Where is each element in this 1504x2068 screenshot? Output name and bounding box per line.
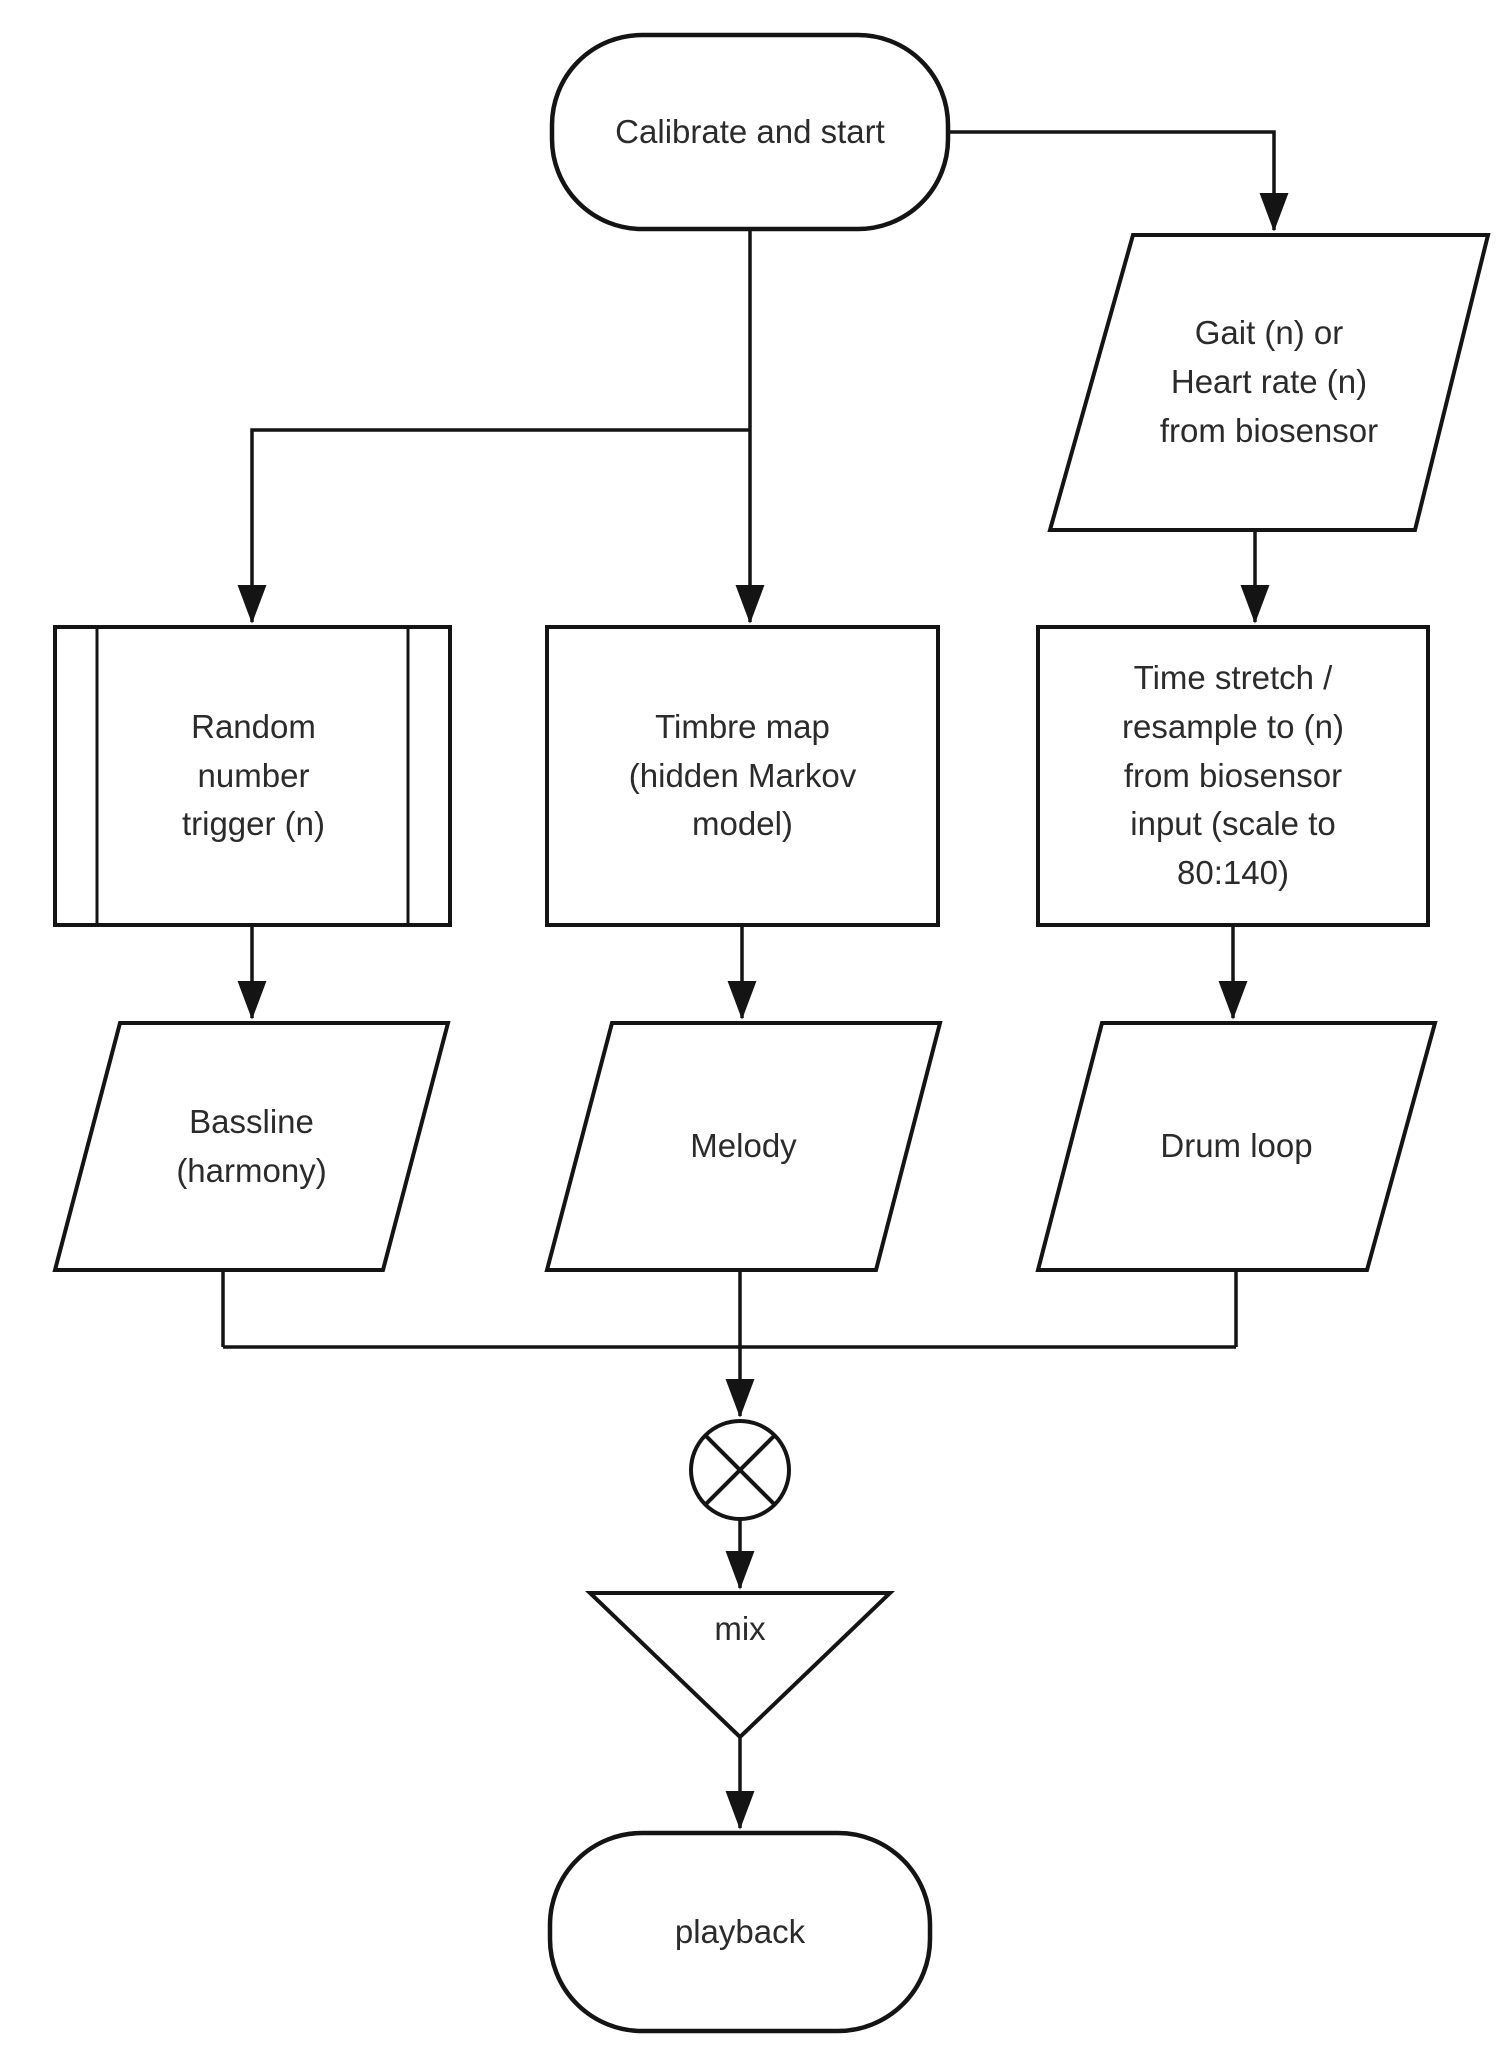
node-biosensor-input-parallelogram: [1047, 233, 1491, 532]
node-playback-terminator: [547, 1830, 933, 2034]
drum-loop-label: Drum loop: [1160, 1127, 1313, 1165]
bassline-label: Bassline (harmony): [176, 1102, 327, 1189]
edge-start-to-random-trigger: [237, 428, 750, 624]
multiply-junction-icon: [689, 1419, 791, 1521]
playback-label: playback: [674, 1912, 806, 1950]
node-random-trigger-predefined-process: [53, 625, 452, 927]
start-label: Calibrate and start: [615, 112, 885, 150]
node-start-terminator: [549, 32, 951, 232]
time-stretch-label: Time stretch / resample to (n) from bios…: [1122, 658, 1344, 892]
node-bassline-parallelogram: [52, 1021, 451, 1272]
edge-start-to-biosensor-input: [948, 130, 1289, 232]
timbre-map-label: Timbre map (hidden Markov model): [628, 707, 857, 843]
melody-label: Melody: [690, 1127, 797, 1165]
node-mix-triangle: [585, 1591, 895, 1740]
node-random-trigger-box: [53, 625, 452, 927]
node-drum-loop-parallelogram: [1035, 1021, 1438, 1272]
node-melody-parallelogram: [544, 1021, 943, 1272]
edge-collector-line: [221, 1270, 1238, 1349]
node-timbre-map-box: [545, 625, 940, 927]
biosensor-input-label: Gait (n) or Heart rate (n) from biosenso…: [1159, 314, 1379, 449]
mix-label: mix: [714, 1610, 766, 1647]
node-time-stretch-box: [1036, 625, 1430, 927]
multiply-junction-x-line: [703, 1433, 777, 1507]
random-trigger-label: Random number trigger (n): [181, 707, 326, 843]
